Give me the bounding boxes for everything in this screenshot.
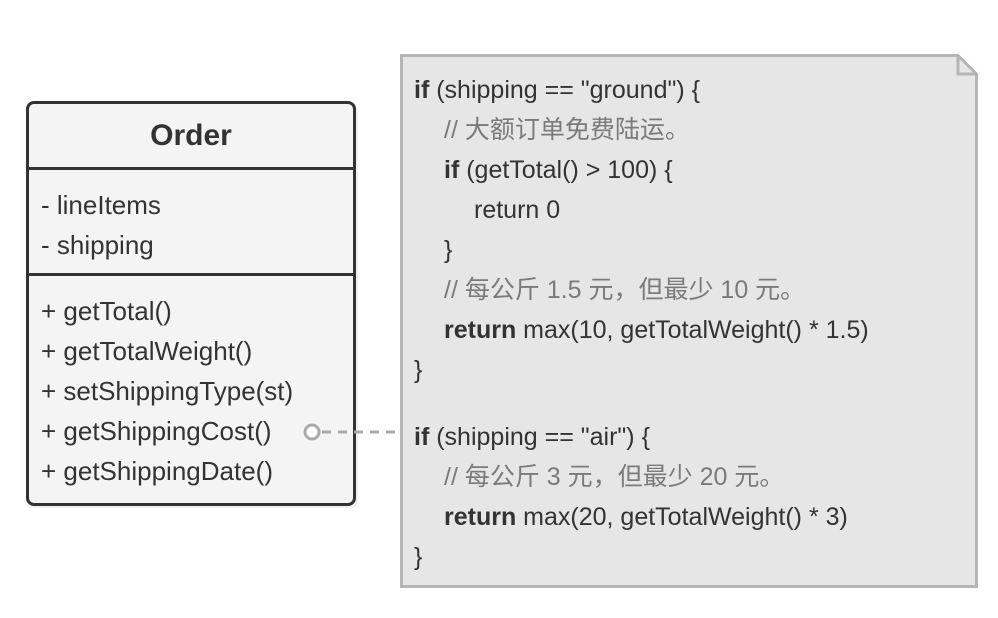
code-gap xyxy=(414,390,869,417)
methods-section: + getTotal() + getTotalWeight() + setShi… xyxy=(29,279,353,491)
keyword-if: if xyxy=(444,156,460,184)
code-line-return-max-ground: return max(10, getTotalWeight() * 1.5) xyxy=(414,310,869,350)
method-get-shipping-cost: + getShippingCost() xyxy=(41,416,272,446)
code-comment-per-kg-air: // 每公斤 3 元，但最少 20 元。 xyxy=(444,463,785,491)
code-line-inner-close: } xyxy=(444,236,453,264)
uml-class-order: Order - lineItems - shipping + getTotal(… xyxy=(26,101,356,506)
code-line-return-zero: return 0 xyxy=(474,196,561,224)
method-get-shipping-date: + getShippingDate() xyxy=(41,456,273,486)
connector-anchor-circle xyxy=(303,423,321,441)
if-condition: (shipping == "ground") { xyxy=(429,76,700,104)
return-expression: max(20, getTotalWeight() * 3) xyxy=(516,503,848,531)
inner-if-condition: (getTotal() > 100) { xyxy=(459,156,673,184)
method-get-total: + getTotal() xyxy=(41,296,172,326)
keyword-return: return xyxy=(444,503,517,531)
code-line-return-max-air: return max(20, getTotalWeight() * 3) xyxy=(414,497,869,537)
attributes-section: - lineItems - shipping xyxy=(29,173,353,276)
if-condition: (shipping == "air") { xyxy=(429,423,650,451)
code-comment-per-kg-ground: // 每公斤 1.5 元，但最少 10 元。 xyxy=(444,276,806,304)
code-block: if (shipping == "ground") { // 大额订单免费陆运。… xyxy=(414,70,869,577)
code-line-if-ground: if (shipping == "ground") { xyxy=(414,70,869,110)
keyword-return: return xyxy=(444,316,517,344)
note-shape xyxy=(400,54,978,588)
return-expression: max(10, getTotalWeight() * 1.5) xyxy=(516,316,869,344)
code-line-if-air: if (shipping == "air") { xyxy=(414,417,869,457)
keyword-if: if xyxy=(414,76,430,104)
attribute-shipping: - shipping xyxy=(41,230,154,260)
code-line-close-air: } xyxy=(414,543,423,571)
method-set-shipping-type: + setShippingType(st) xyxy=(41,376,294,406)
keyword-if: if xyxy=(414,423,430,451)
method-get-total-weight: + getTotalWeight() xyxy=(41,336,253,366)
note-connector xyxy=(303,423,400,441)
code-comment-free-ground: // 大额订单免费陆运。 xyxy=(444,116,690,144)
attribute-line-items: - lineItems xyxy=(41,190,161,220)
code-line-close-ground: } xyxy=(414,356,423,384)
class-name: Order xyxy=(29,104,353,170)
code-line-inner-if: if (getTotal() > 100) { xyxy=(414,150,869,190)
code-note: if (shipping == "ground") { // 大额订单免费陆运。… xyxy=(400,54,978,588)
